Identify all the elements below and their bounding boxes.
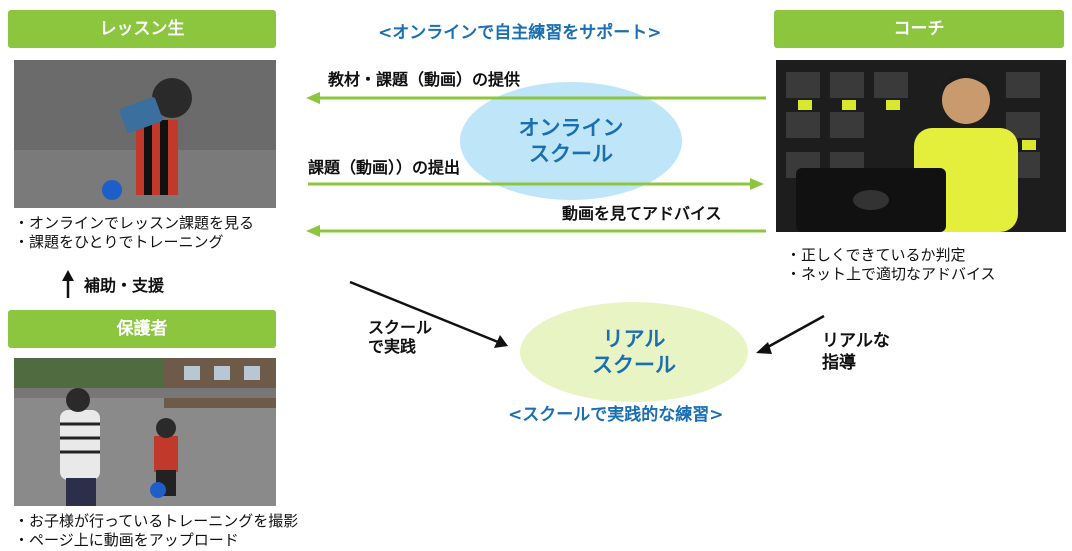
practice-label-line1: スクール bbox=[368, 318, 433, 337]
guardian-notes: ・お子様が行っているトレーニングを撮影 ・ページ上に動画をアップロード bbox=[14, 512, 298, 550]
guidance-label-line2: 指導 bbox=[822, 353, 856, 373]
header-coach: コーチ bbox=[774, 10, 1064, 48]
top-caption: <オンラインで自主練習をサポート> bbox=[378, 23, 662, 43]
practice-label-line2: で実践 bbox=[368, 337, 417, 356]
header-guardian: 保護者 bbox=[8, 310, 276, 348]
materials-label: 教材・課題（動画）の提供 bbox=[328, 70, 521, 89]
guardian-note: ・お子様が行っているトレーニングを撮影 bbox=[14, 512, 299, 530]
online-school-line1: オンライン bbox=[518, 116, 624, 140]
submit-label: 課題（動画））の提出 bbox=[308, 158, 461, 177]
support-label: 補助・支援 bbox=[84, 276, 165, 295]
practice-arrow bbox=[349, 280, 499, 344]
student-notes: ・オンラインでレッスン課題を見る ・課題をひとりでトレーニング bbox=[14, 214, 254, 252]
coach-photo bbox=[776, 60, 1066, 232]
guardian-note: ・ページ上に動画をアップロード bbox=[14, 531, 239, 549]
guidance-arrow bbox=[765, 314, 825, 350]
student-note: ・オンラインでレッスン課題を見る bbox=[14, 214, 255, 232]
guidance-label: リアルな 指導 bbox=[822, 330, 890, 374]
real-school-line1: リアル bbox=[602, 327, 666, 351]
online-school-line2: スクール bbox=[529, 142, 613, 166]
coach-note: ・ネット上で適切なアドバイス bbox=[786, 265, 996, 283]
real-school-line2: スクール bbox=[592, 353, 676, 377]
advice-label: 動画を見てアドバイス bbox=[562, 204, 722, 223]
header-student: レッスン生 bbox=[8, 10, 276, 48]
real-school-bubble: リアル スクール bbox=[520, 302, 748, 402]
bottom-caption: <スクールで実践的な練習> bbox=[508, 405, 724, 425]
practice-label: スクール で実践 bbox=[368, 318, 432, 356]
student-note: ・課題をひとりでトレーニング bbox=[14, 233, 224, 251]
coach-notes: ・正しくできているか判定 ・ネット上で適切なアドバイス bbox=[786, 246, 996, 284]
guidance-label-line1: リアルな bbox=[822, 331, 890, 351]
online-school-bubble: オンライン スクール bbox=[460, 82, 682, 200]
guardian-photo bbox=[14, 358, 276, 506]
coach-note: ・正しくできているか判定 bbox=[786, 246, 966, 264]
student-photo bbox=[14, 60, 276, 208]
